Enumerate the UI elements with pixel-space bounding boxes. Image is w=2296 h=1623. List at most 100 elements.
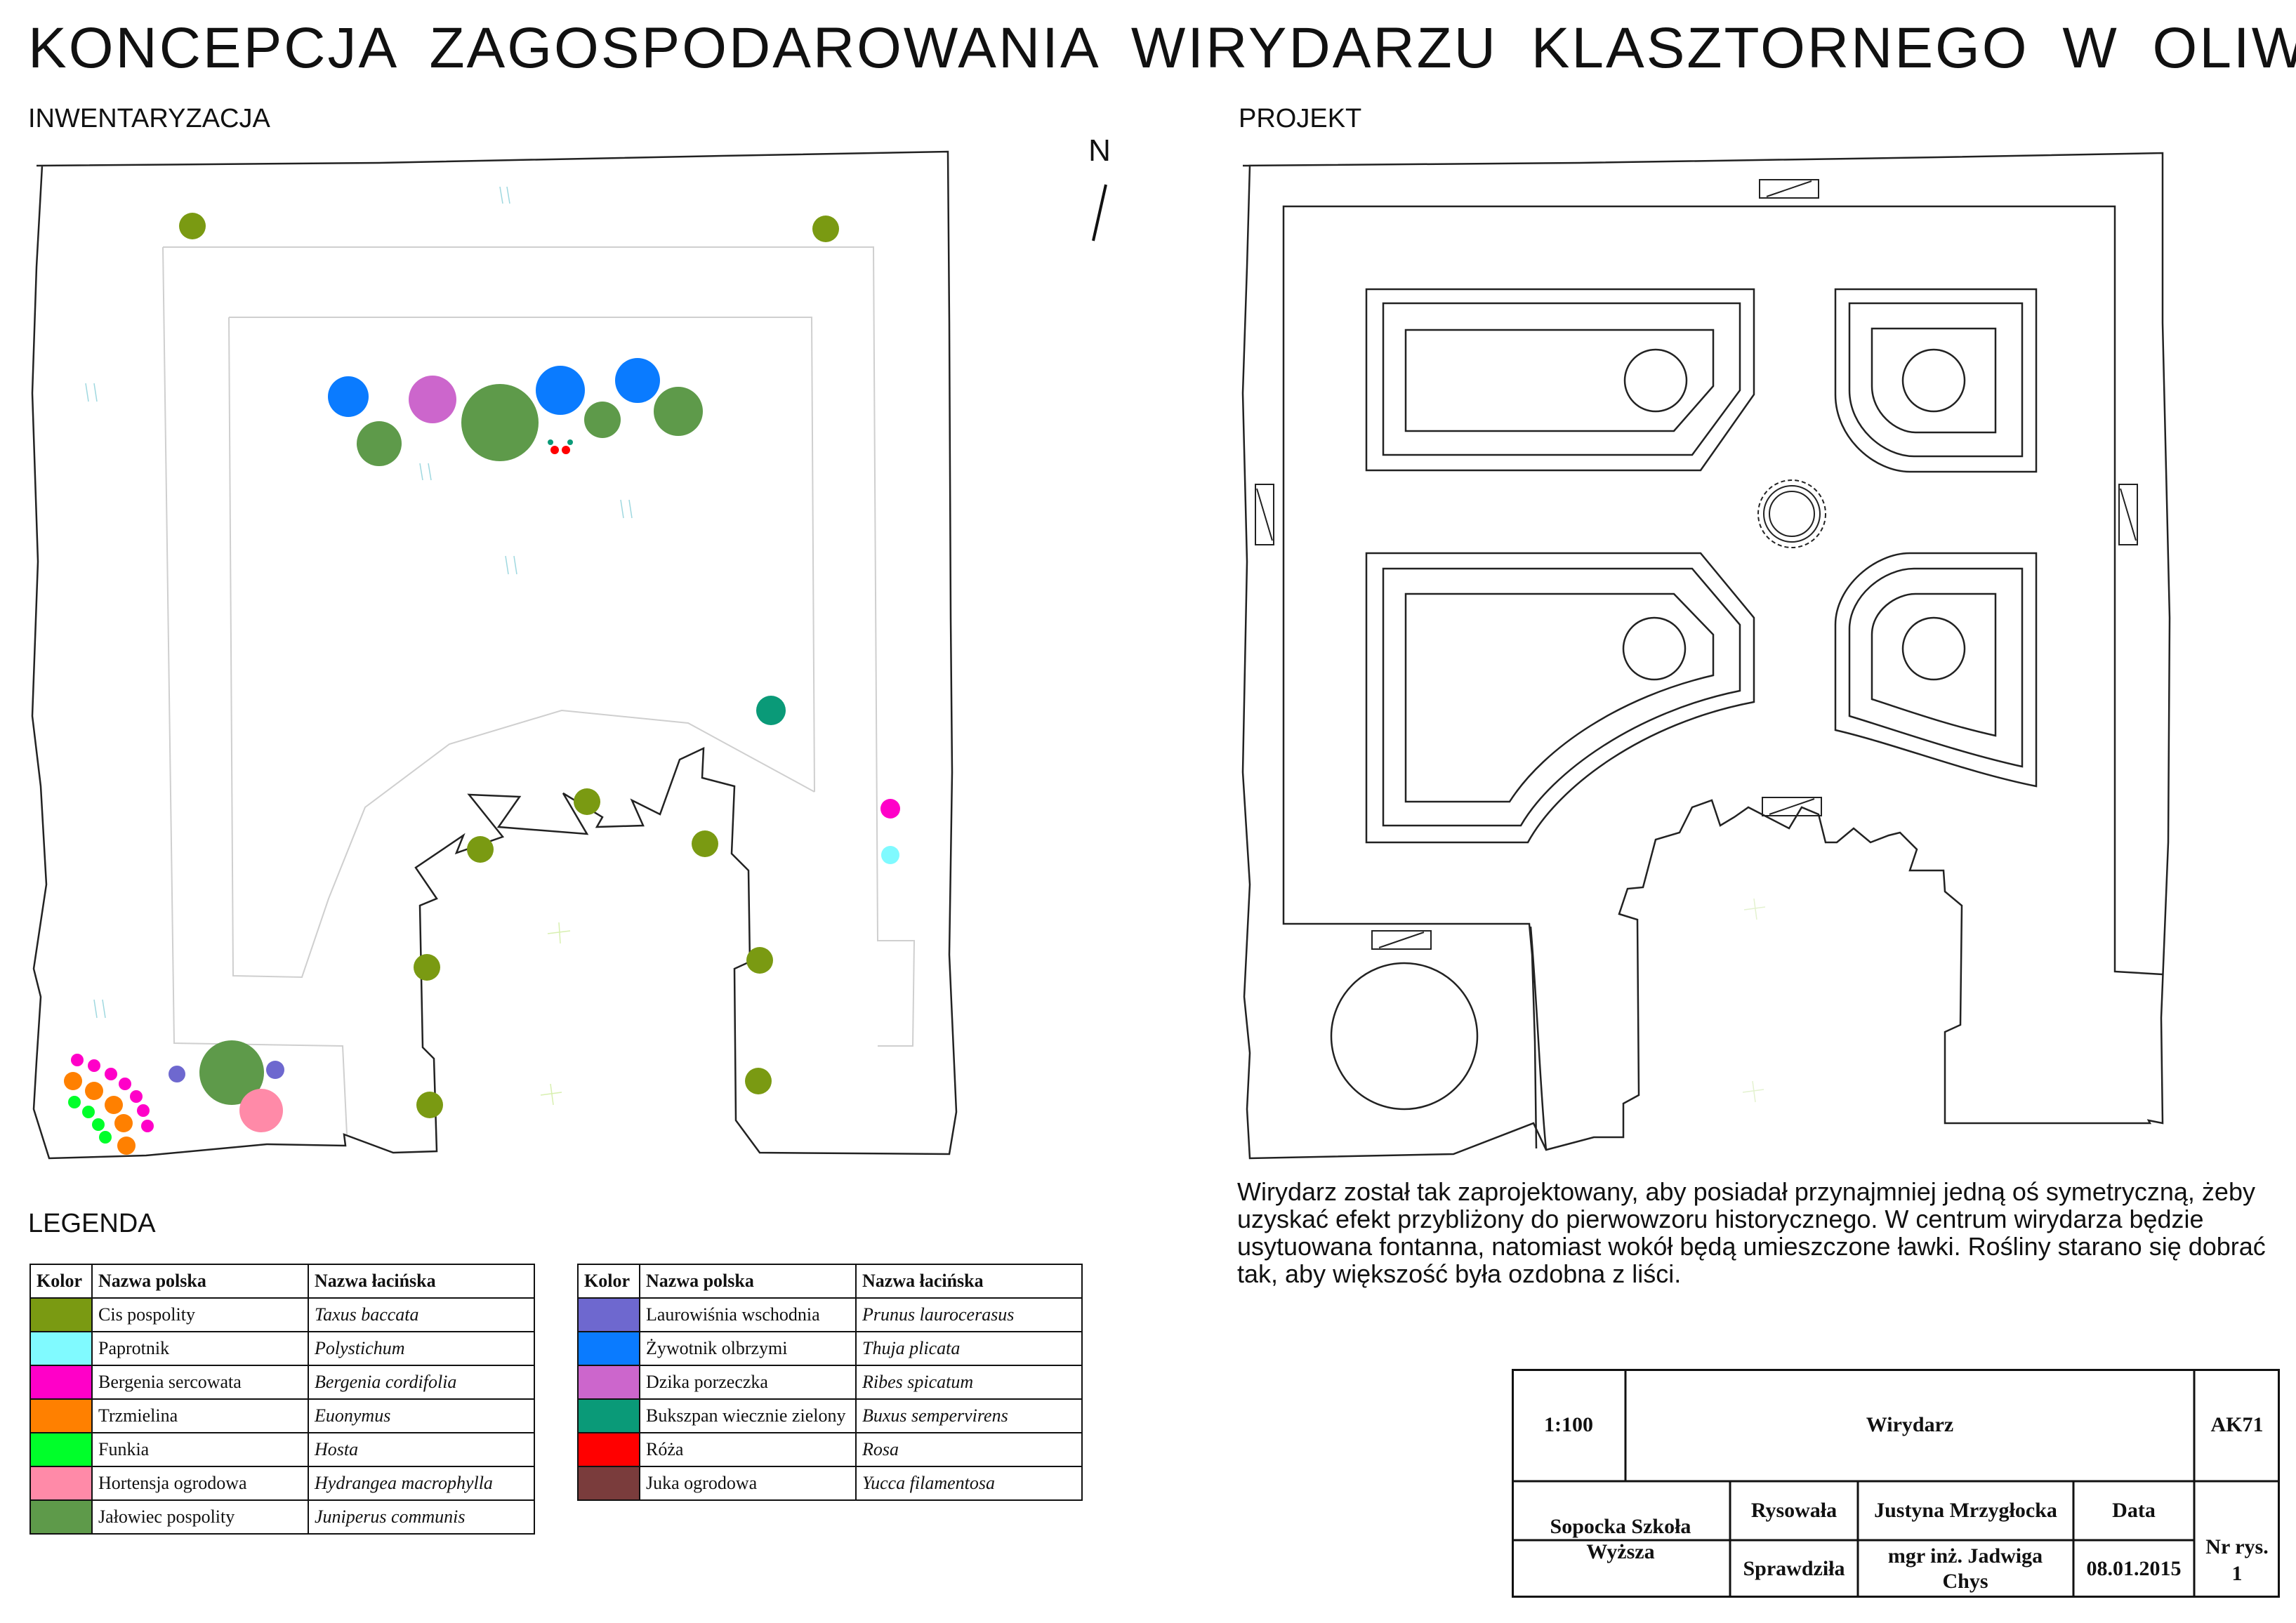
- legend-header-latin: Nazwa łacińska: [855, 1264, 1083, 1299]
- thuja-plant: [615, 358, 660, 403]
- legend-latin-name: Rosa: [855, 1432, 1083, 1467]
- legend-swatch: [29, 1432, 93, 1467]
- legend-polish-name: Bergenia sercowata: [91, 1365, 309, 1400]
- school-name: Sopocka Szkoła Wyższa: [1550, 1515, 1691, 1563]
- legend-swatch-color: [31, 1467, 91, 1499]
- fountain: [1757, 479, 1826, 548]
- title-block: 1:100 Wirydarz AK71 Sopocka Szkoła Wyższ…: [1512, 1369, 2280, 1598]
- scale: 1:100: [1544, 1413, 1593, 1436]
- rose-plant: [548, 439, 553, 445]
- legend-polish-name: Róża: [639, 1432, 857, 1467]
- sheet-number: 1: [2231, 1562, 2243, 1585]
- drawn-label: Rysowała: [1750, 1499, 1838, 1522]
- inventory-grass-marks: [85, 186, 633, 1019]
- legend-latin-name: Yucca filamentosa: [855, 1466, 1083, 1501]
- legend-polish-name: Juka ogrodowa: [639, 1466, 857, 1501]
- legend-latin-name: Juniperus communis: [308, 1499, 535, 1535]
- corner-round-bed: [1330, 962, 1479, 1111]
- laurel-plant: [266, 1061, 284, 1079]
- bergenia-plant: [137, 1104, 150, 1117]
- fern-plant: [881, 846, 899, 864]
- rose-plant: [567, 439, 573, 445]
- project-plan: [1241, 152, 2171, 1160]
- legend-polish-name: Dzika porzeczka: [639, 1365, 857, 1400]
- drawing-name: Wirydarz: [1866, 1413, 1954, 1436]
- legend-polish-name: Bukszpan wiecznie zielony: [639, 1398, 857, 1433]
- legend-swatch: [577, 1398, 640, 1433]
- legend-latin-name: Euonymus: [308, 1398, 535, 1433]
- legend-header-polish: Nazwa polska: [639, 1264, 857, 1299]
- rose-plant: [562, 446, 570, 454]
- legend-swatch-color: [31, 1433, 91, 1466]
- legend-polish-name: Paprotnik: [91, 1331, 309, 1366]
- legend-swatch-color: [31, 1299, 91, 1331]
- juniper-plant: [584, 402, 621, 438]
- legend-polish-name: Jałowiec pospolity: [91, 1499, 309, 1535]
- juniper-plant: [357, 421, 402, 466]
- legend-polish-name: Cis pospolity: [91, 1297, 309, 1332]
- legend-table-left: Kolor Nazwa polska Nazwa łacińska Cis po…: [29, 1264, 535, 1535]
- benches: [1255, 179, 2138, 950]
- legend-header-color: Kolor: [577, 1264, 640, 1299]
- yew-plant: [179, 213, 206, 239]
- compass-north-label: N: [1088, 133, 1111, 168]
- yew-plant: [414, 954, 440, 981]
- legend-polish-name: Laurowiśnia wschodnia: [639, 1297, 857, 1332]
- legend-polish-name: Trzmielina: [91, 1398, 309, 1433]
- project-outer-wall: [1241, 152, 2171, 1160]
- laurel-plant: [169, 1066, 185, 1082]
- legend-swatch: [29, 1297, 93, 1332]
- yew-plant: [812, 216, 839, 242]
- inventory-heading: INWENTARYZACJA: [28, 104, 270, 133]
- date-label: Data: [2112, 1499, 2156, 1522]
- legend-latin-name: Thuja plicata: [855, 1331, 1083, 1366]
- legend-header-color: Kolor: [29, 1264, 93, 1299]
- euonymus-plant: [105, 1096, 123, 1114]
- boxwood-plant: [756, 696, 786, 725]
- yew-plant: [416, 1092, 443, 1118]
- project-flowerbeds: [1365, 288, 2038, 844]
- legend-swatch: [577, 1331, 640, 1366]
- title-block-frame: [1512, 1369, 2280, 1598]
- yew-plant: [746, 947, 773, 974]
- inventory-plan: [31, 150, 958, 1160]
- euonymus-plant: [114, 1114, 133, 1132]
- page-title: KONCEPCJA ZAGOSPODAROWANIA WIRYDARZU KLA…: [28, 16, 2296, 80]
- legend-swatch-color: [579, 1299, 639, 1331]
- project-crosshair-marks: [1742, 898, 1766, 1103]
- hosta-plant: [82, 1106, 95, 1118]
- thuja-plant: [328, 376, 369, 417]
- project-description: Wirydarz został tak zaprojektowany, aby …: [1237, 1177, 2266, 1288]
- inventory-plants: [64, 213, 900, 1155]
- legend-polish-name: Żywotnik olbrzymi: [639, 1331, 857, 1366]
- bergenia-plant: [88, 1059, 100, 1072]
- legend-header-polish: Nazwa polska: [91, 1264, 309, 1299]
- inventory-crosshair-marks: [540, 922, 571, 1106]
- euonymus-plant: [64, 1072, 82, 1090]
- legend-heading: LEGENDA: [28, 1209, 156, 1238]
- legend-latin-name: Bergenia cordifolia: [308, 1365, 535, 1400]
- legend-swatch: [29, 1398, 93, 1433]
- legend-swatch-color: [579, 1467, 639, 1499]
- legend-swatch-color: [579, 1332, 639, 1365]
- checked-by: mgr inż. Jadwiga Chys: [1887, 1544, 2043, 1593]
- date-value: 08.01.2015: [2086, 1557, 2182, 1580]
- hosta-plant: [92, 1118, 105, 1131]
- legend-header-latin: Nazwa łacińska: [308, 1264, 535, 1299]
- hosta-plant: [99, 1131, 112, 1144]
- legend-swatch-color: [31, 1501, 91, 1533]
- inventory-outer-wall: [31, 150, 958, 1160]
- legend-swatch-color: [31, 1332, 91, 1365]
